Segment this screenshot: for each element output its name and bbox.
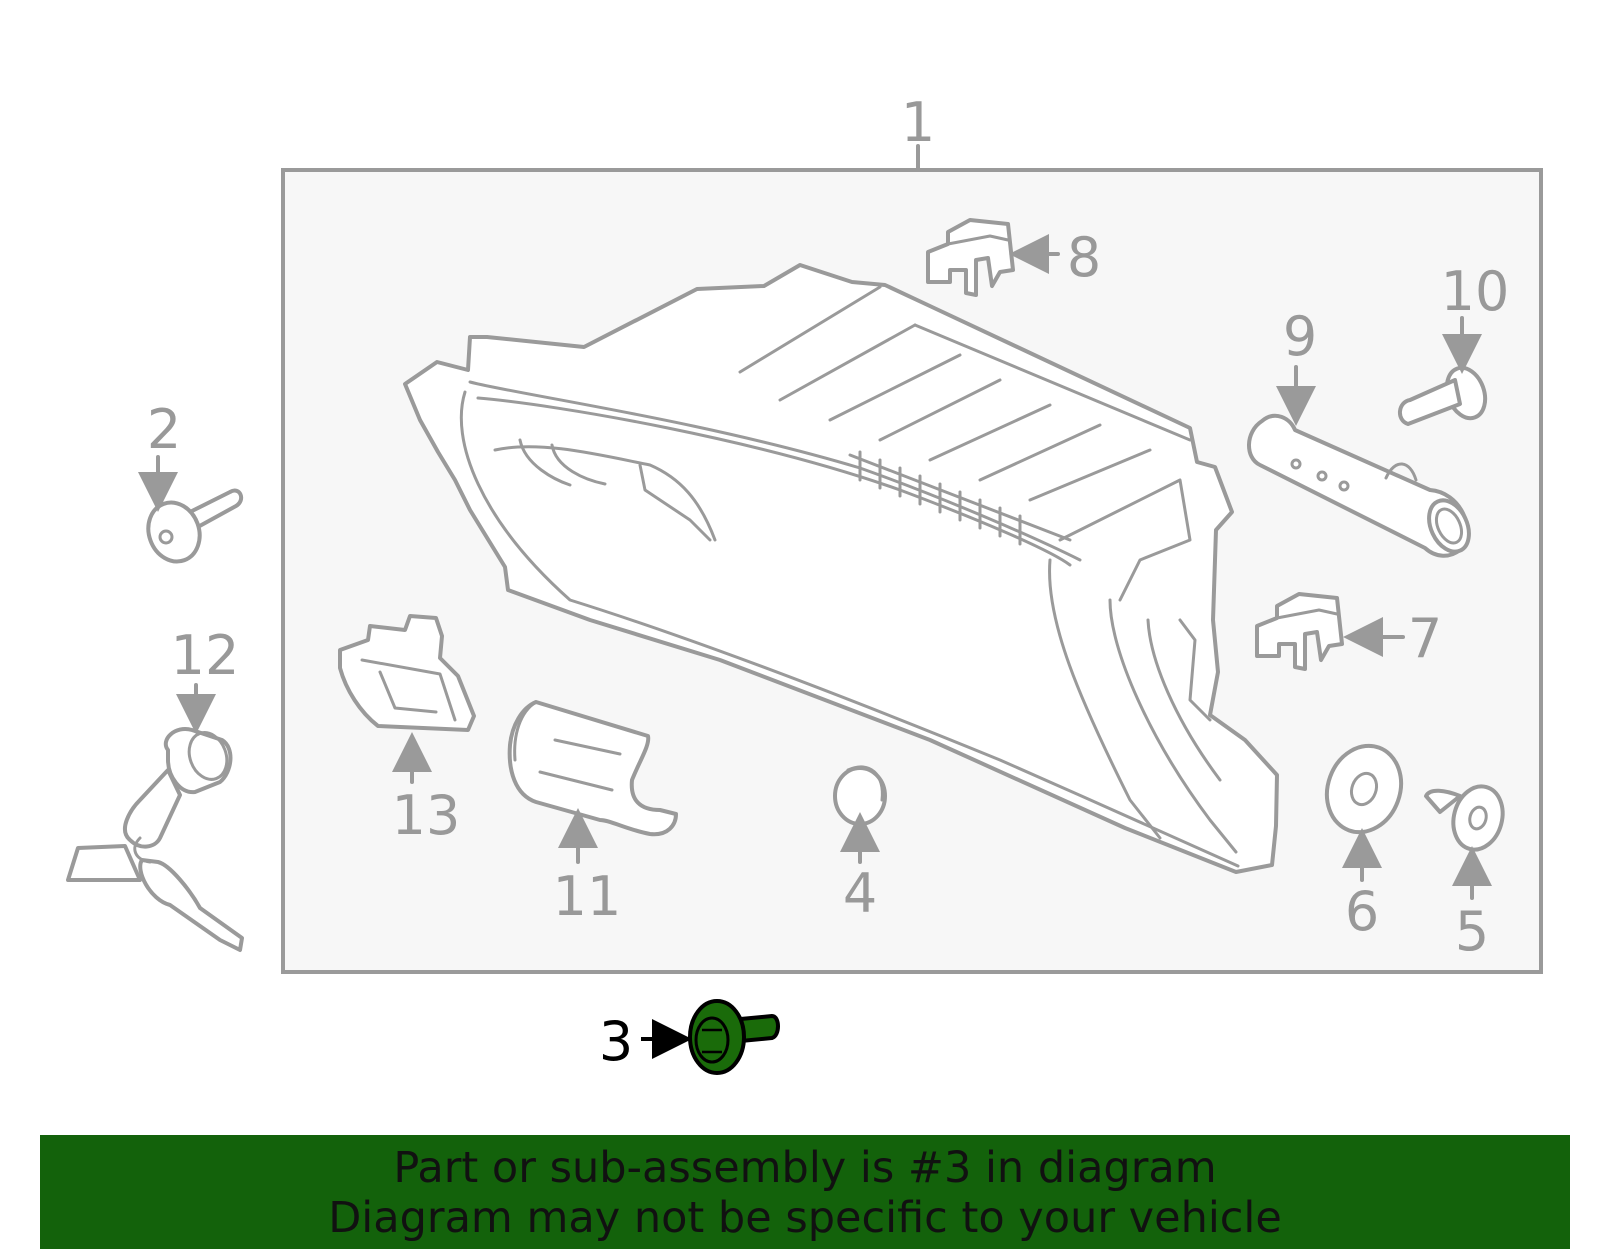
banner-line-2: Diagram may not be specific to your vehi… [328, 1193, 1282, 1243]
callout-7: 7 [1408, 607, 1442, 670]
clip-part-8 [926, 218, 1060, 297]
cover-part-11 [507, 700, 678, 864]
info-banner: Part or sub-assembly is #3 in diagram Di… [40, 1135, 1570, 1249]
screw-part-2 [138, 455, 244, 564]
callout-2: 2 [147, 398, 181, 461]
callout-9: 9 [1283, 305, 1317, 368]
plug-part-4 [833, 765, 887, 864]
callout-3: 3 [599, 1010, 633, 1073]
callout-12: 12 [171, 624, 240, 687]
callout-5: 5 [1455, 900, 1489, 963]
callout-10: 10 [1441, 260, 1510, 323]
push-clip-part-5 [1424, 784, 1505, 900]
lock-cylinder-part-12 [66, 683, 244, 952]
clip-part-7 [1255, 592, 1405, 671]
callout-11: 11 [553, 865, 622, 928]
callout-4: 4 [843, 862, 877, 925]
washer-part-6 [1324, 743, 1404, 882]
callout-13: 13 [392, 784, 461, 847]
glove-box-assembly [403, 263, 1279, 874]
callout-6: 6 [1345, 880, 1379, 943]
banner-line-1: Part or sub-assembly is #3 in diagram [393, 1143, 1217, 1193]
latch-handle-part-13 [338, 614, 476, 784]
bolt-part-3-highlighted [641, 999, 780, 1075]
callout-1: 1 [901, 91, 935, 154]
pin-part-10 [1398, 316, 1488, 426]
rod-part-9 [1247, 365, 1471, 558]
callout-8: 8 [1067, 226, 1101, 289]
